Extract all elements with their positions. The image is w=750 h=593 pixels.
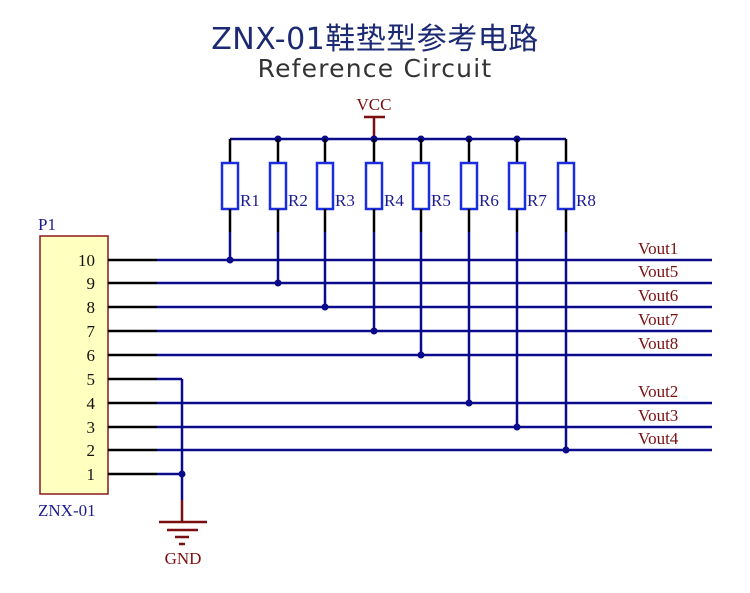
net-label-vout8: Vout8 [638, 334, 678, 353]
vcc-symbol: VCC [357, 95, 392, 138]
resistor-label: R7 [527, 191, 547, 210]
net-junction [513, 423, 521, 431]
connector-body [39, 235, 109, 495]
resistor-r5 [411, 161, 431, 211]
pin-number: 6 [87, 346, 96, 365]
gnd-symbol: GND [159, 379, 207, 568]
resistor-r3 [315, 161, 335, 211]
pin-number: 1 [87, 465, 96, 484]
net-junction [274, 279, 282, 287]
pin-number: 10 [78, 251, 95, 270]
net-junction [226, 256, 234, 264]
connector-part-label: ZNX-01 [38, 501, 96, 520]
resistor-label: R5 [431, 191, 451, 210]
diagram-subtitle: Reference Circuit [257, 54, 493, 83]
pin-number: 3 [87, 418, 96, 437]
net-junction [562, 446, 570, 454]
net-junction [321, 303, 329, 311]
gnd-label: GND [165, 549, 202, 568]
net-junction [465, 399, 473, 407]
diagram-title: ZNX-01鞋垫型参考电路 [211, 22, 539, 57]
net-label-vout7: Vout7 [638, 310, 679, 329]
resistor-label: R2 [288, 191, 308, 210]
net-label-vout2: Vout2 [638, 382, 678, 401]
net-label-vout6: Vout6 [638, 286, 678, 305]
net-label-vout3: Vout3 [638, 406, 678, 425]
resistor-label: R3 [335, 191, 355, 210]
pin-number: 4 [87, 394, 96, 413]
connector-p1: P1 ZNX-01 10 9 8 7 6 5 4 3 2 1 [38, 215, 157, 520]
resistor-r8 [556, 161, 576, 211]
pin-number: 9 [87, 274, 96, 293]
resistor-label: R1 [240, 191, 260, 210]
connector-designator: P1 [38, 215, 56, 234]
pin-number: 7 [87, 322, 96, 341]
resistor-array: R1 R2 R3 R4 R5 R6 R7 R8 [220, 135, 596, 450]
resistor-r6 [459, 161, 479, 211]
net-label-vout1: Vout1 [638, 239, 678, 258]
net-label-vout4: Vout4 [638, 429, 679, 448]
pin-number: 2 [87, 441, 96, 460]
resistor-r7 [507, 161, 527, 211]
pin-number: 8 [87, 298, 96, 317]
resistor-r4 [364, 161, 384, 211]
vcc-label: VCC [357, 95, 392, 114]
resistor-label: R4 [384, 191, 404, 210]
resistor-r2 [268, 161, 288, 211]
net-junction [417, 351, 425, 359]
resistor-label: R8 [576, 191, 596, 210]
pin-number: 5 [87, 370, 96, 389]
connector-pins: 10 9 8 7 6 5 4 3 2 1 [78, 251, 157, 484]
resistor-label: R6 [479, 191, 499, 210]
net-label-vout5: Vout5 [638, 262, 678, 281]
net-junction [370, 327, 378, 335]
resistor-r1 [220, 161, 240, 211]
